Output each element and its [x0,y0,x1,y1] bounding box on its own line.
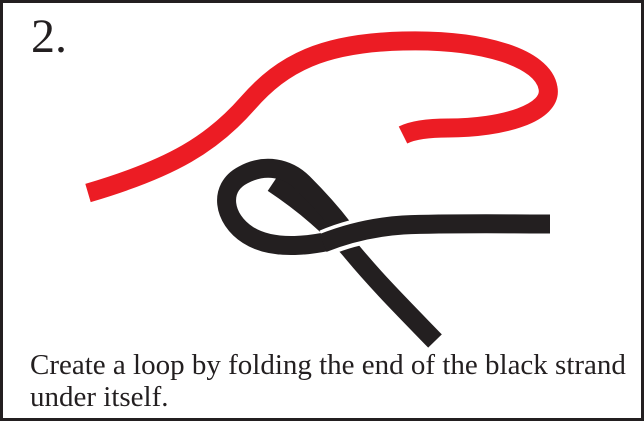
black-strand-over [323,224,550,243]
black-strand-under [273,183,435,341]
red-strand [88,41,548,193]
instruction-caption: Create a loop by folding the end of the … [30,349,630,413]
